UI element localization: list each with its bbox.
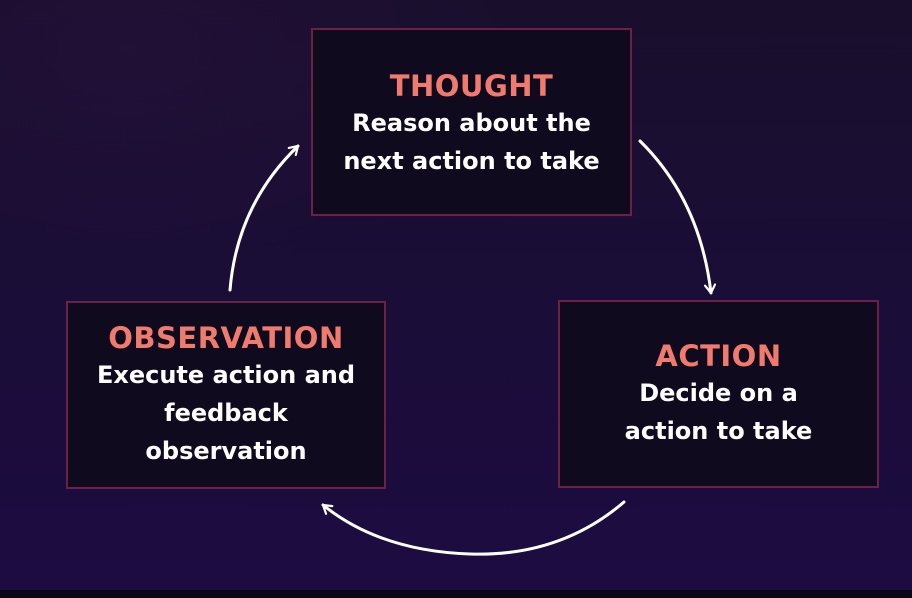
observation-box: OBSERVATION Execute action and feedback … (66, 301, 386, 489)
thought-description: Reason about the next action to take (343, 109, 600, 175)
arrow-observation-to-thought (228, 144, 300, 292)
thought-title: THOUGHT (389, 69, 554, 103)
thought-box: THOUGHT Reason about the next action to … (311, 28, 632, 216)
arrow-thought-to-action (638, 139, 711, 295)
action-title: ACTION (655, 339, 782, 373)
bottom-edge-bar (0, 590, 912, 598)
observation-description: Execute action and feedback observation (96, 361, 356, 465)
arrow-action-to-observation (321, 500, 626, 556)
action-box: ACTION Decide on a action to take (558, 300, 879, 488)
action-description: Decide on a action to take (624, 379, 813, 445)
observation-title: OBSERVATION (108, 321, 344, 355)
